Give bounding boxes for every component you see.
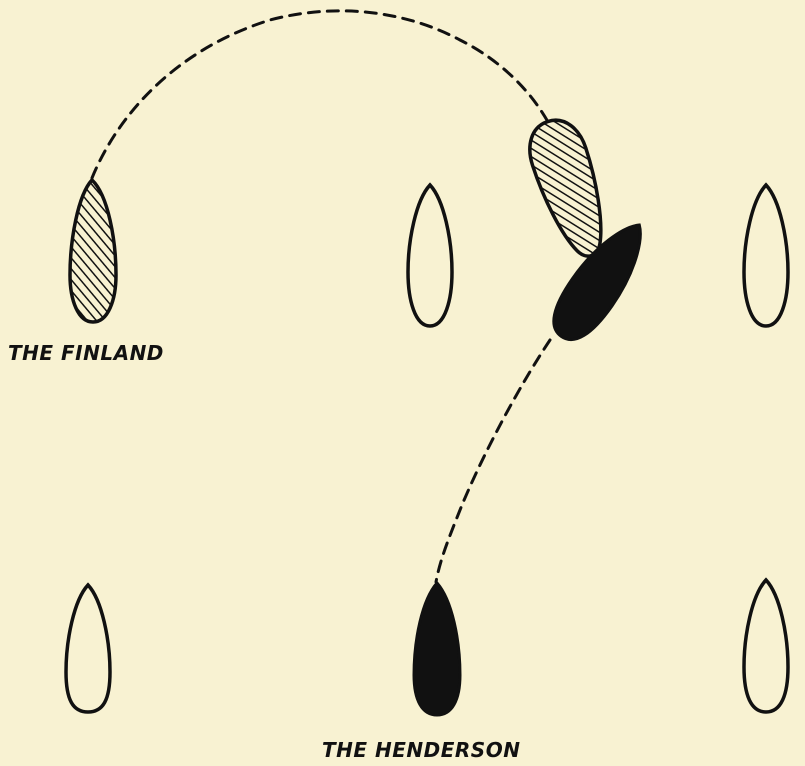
finland-label: THE FINLAND <box>8 341 164 365</box>
henderson-label: THE HENDERSON <box>322 738 520 762</box>
